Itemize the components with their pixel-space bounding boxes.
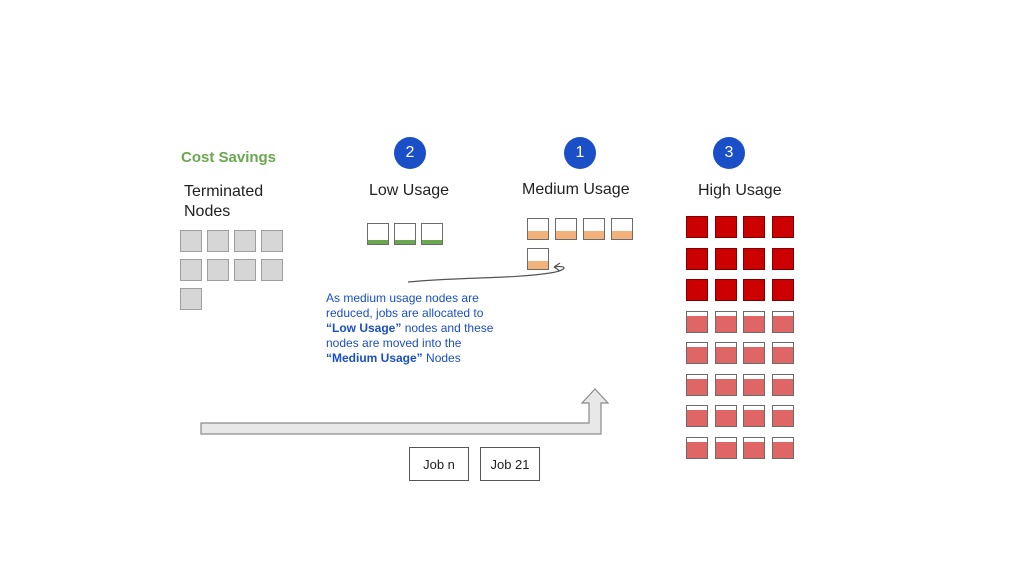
badge-2: 2 — [394, 137, 426, 169]
terminated-node — [234, 230, 256, 252]
node-fill-level — [715, 315, 736, 332]
high-usage-node — [771, 405, 794, 427]
node-fill-level — [715, 410, 736, 426]
node-fill-level — [715, 441, 736, 458]
medium-usage-node — [527, 218, 549, 240]
terminated-node — [207, 259, 229, 281]
low-usage-node — [394, 223, 416, 245]
terminated-node — [261, 230, 283, 252]
high-usage-node — [714, 405, 737, 427]
note-text-2: nodes and these nodes are moved into the — [326, 321, 494, 350]
node-fill-level — [744, 378, 764, 395]
low-usage-node — [367, 223, 389, 245]
high-usage-node — [743, 216, 765, 238]
node-fill-level — [744, 410, 764, 426]
node-fill-level — [772, 441, 793, 458]
high-usage-node — [771, 216, 794, 238]
medium-usage-heading: Medium Usage — [522, 181, 630, 198]
node-fill-level — [395, 240, 415, 244]
terminated-node — [207, 230, 229, 252]
note-text-3: Nodes — [422, 351, 461, 365]
high-usage-node — [714, 247, 737, 270]
high-usage-node — [714, 342, 737, 364]
node-fill-level — [744, 441, 764, 458]
medium-usage-node — [555, 218, 577, 240]
node-fill-level — [528, 261, 548, 269]
node-fill-level — [715, 378, 736, 395]
node-fill-level — [422, 240, 442, 244]
medium-usage-node — [527, 248, 549, 270]
allocation-note: As medium usage nodes are reduced, jobs … — [326, 291, 516, 366]
high-usage-node — [714, 373, 737, 396]
high-usage-node — [686, 247, 708, 270]
high-usage-node — [714, 310, 737, 333]
node-fill-level — [556, 231, 576, 239]
up-arrow-icon — [200, 388, 610, 435]
medium-usage-node — [583, 218, 605, 240]
low-usage-heading: Low Usage — [369, 182, 450, 199]
terminated-heading-line1: Terminated — [184, 183, 264, 200]
node-fill-level — [584, 231, 604, 239]
node-fill-level — [715, 347, 736, 363]
note-emph-medium: “Medium Usage” — [326, 351, 423, 365]
high-usage-node — [686, 310, 708, 333]
high-usage-node — [714, 216, 737, 238]
node-fill-level — [772, 378, 793, 395]
node-fill-level — [687, 410, 707, 426]
high-usage-node — [743, 342, 765, 364]
low-usage-node — [421, 223, 443, 245]
terminated-heading-line2: Nodes — [184, 203, 231, 220]
high-usage-node — [743, 373, 765, 396]
high-usage-node — [714, 436, 737, 459]
node-fill-level — [528, 231, 548, 239]
high-usage-node — [686, 436, 708, 459]
high-usage-node — [771, 342, 794, 364]
high-usage-node — [743, 247, 765, 270]
high-usage-node — [686, 279, 708, 301]
high-usage-node — [743, 436, 765, 459]
node-fill-level — [687, 315, 707, 332]
node-fill-level — [687, 378, 707, 395]
job-box: Job 21 — [480, 447, 540, 481]
node-fill-level — [687, 441, 707, 458]
note-text-1: As medium usage nodes are reduced, jobs … — [326, 291, 484, 320]
high-usage-node — [686, 342, 708, 364]
node-fill-level — [368, 240, 388, 244]
badge-3: 3 — [713, 137, 745, 169]
node-fill-level — [744, 347, 764, 363]
high-usage-node — [714, 279, 737, 301]
curved-arrow-icon — [407, 262, 565, 283]
high-usage-node — [771, 373, 794, 396]
node-fill-level — [744, 315, 764, 332]
note-emph-low: “Low Usage” — [326, 321, 402, 335]
high-usage-node — [771, 247, 794, 270]
node-fill-level — [687, 347, 707, 363]
terminated-node — [261, 259, 283, 281]
high-usage-node — [743, 279, 765, 301]
high-usage-node — [771, 279, 794, 301]
high-usage-node — [743, 310, 765, 333]
node-fill-level — [772, 410, 793, 426]
node-fill-level — [772, 347, 793, 363]
high-usage-node — [771, 436, 794, 459]
job-box: Job n — [409, 447, 469, 481]
terminated-node — [180, 230, 202, 252]
high-usage-node — [686, 405, 708, 427]
terminated-node — [180, 259, 202, 281]
node-fill-level — [772, 315, 793, 332]
terminated-heading: Terminated Nodes — [184, 182, 263, 222]
medium-usage-node — [611, 218, 633, 240]
high-usage-node — [686, 373, 708, 396]
cost-savings-label: Cost Savings — [181, 149, 277, 166]
high-usage-node — [686, 216, 708, 238]
high-usage-node — [743, 405, 765, 427]
high-usage-node — [771, 310, 794, 333]
badge-1: 1 — [564, 137, 596, 169]
high-usage-heading: High Usage — [698, 182, 782, 199]
node-fill-level — [612, 231, 632, 239]
terminated-node — [180, 288, 202, 310]
terminated-node — [234, 259, 256, 281]
